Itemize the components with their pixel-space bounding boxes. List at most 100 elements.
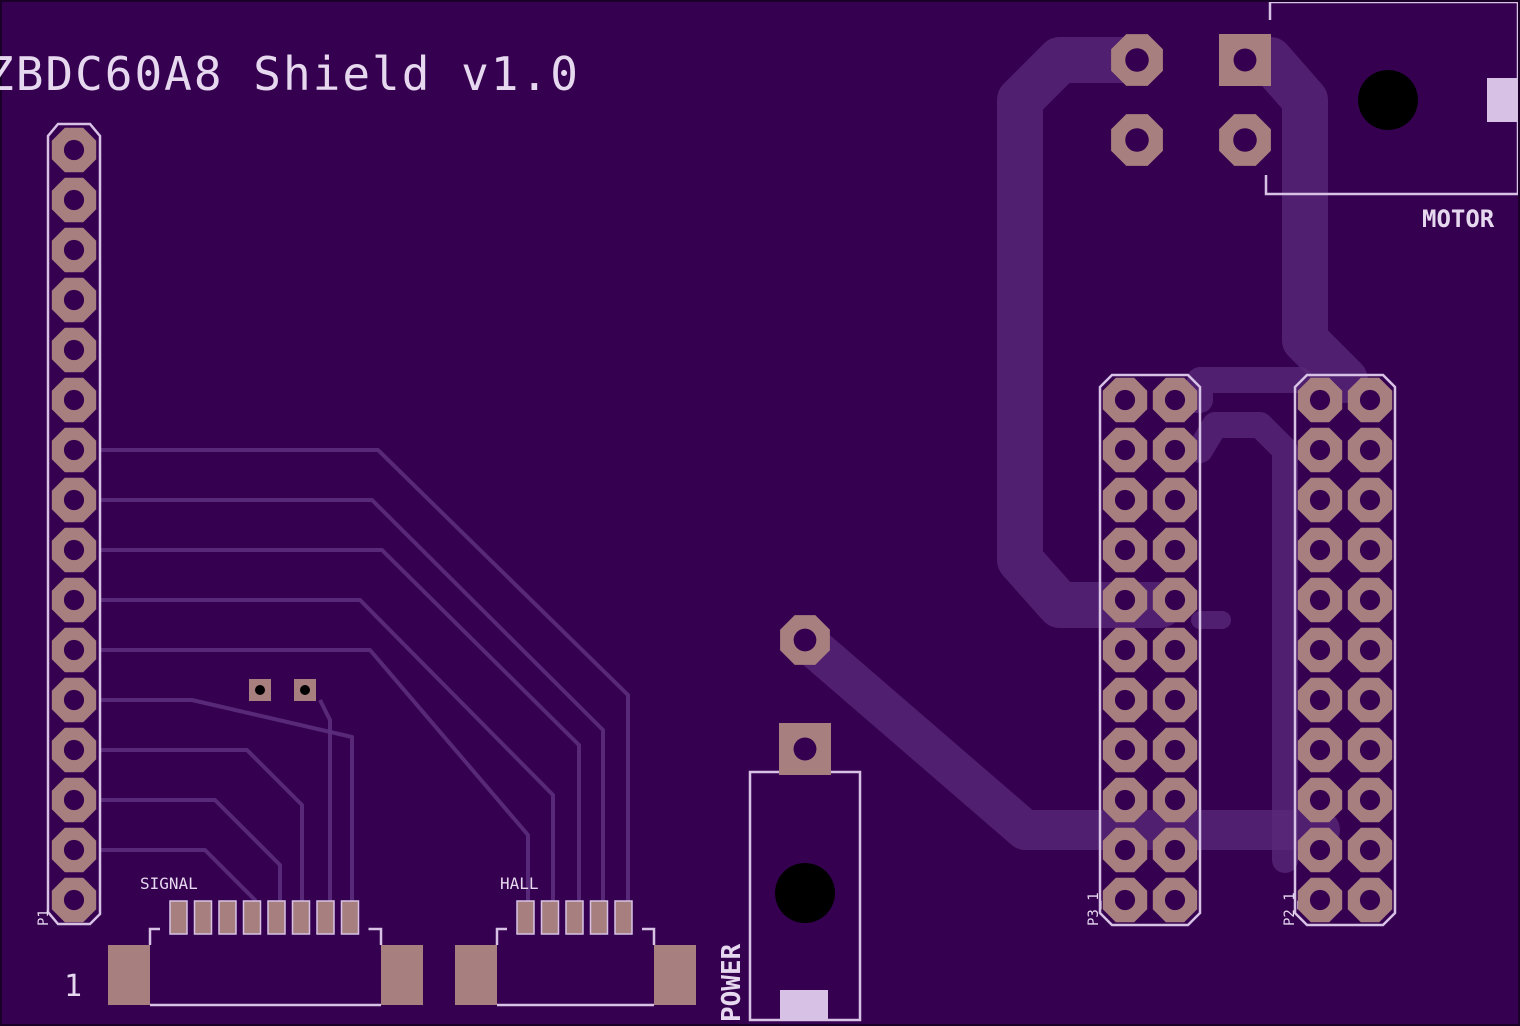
p3-pin-a-3-hole [1114,489,1136,511]
via-1-hole [255,685,265,695]
signal-conn-pin-2 [193,900,213,935]
power-pin-1-hole [793,628,817,652]
signal-trace-6 [100,698,354,910]
p1-pin-7-hole [63,439,85,461]
p2-pin-b-8-hole [1359,739,1381,761]
motor-label: MOTOR [1422,205,1495,233]
p3-outline [1098,373,1202,927]
p2-pin-a-5-hole [1309,589,1331,611]
p3-pin-a-5-hole [1114,589,1136,611]
signal-trace-1 [100,448,630,910]
hall-conn-outline-left [495,927,507,945]
hall-conn-mount-left [455,945,497,1005]
p3-pin-a-4-hole [1114,539,1136,561]
p1-pin-1-hole [63,139,85,161]
signal-trace-2 [100,498,605,910]
signal-conn-pin-8 [340,900,360,935]
p2-pin-a-11-hole [1309,889,1331,911]
p3-pin-b-1-hole [1164,389,1186,411]
p2-pin-b-9-hole [1359,789,1381,811]
p3-pin-a-10-hole [1114,839,1136,861]
p1-pin-8-hole [63,489,85,511]
p3-pin-b-8-hole [1164,739,1186,761]
p3-pin-b-9-hole [1164,789,1186,811]
signal-conn-pin-6 [291,900,311,935]
signal-trace-4 [100,598,555,910]
p1-pin-4-hole [63,289,85,311]
signal-conn-pin-4 [242,900,262,935]
p1-pin-14-hole [63,789,85,811]
p1-pin-15-hole [63,839,85,861]
motor-pin-3-hole [1125,128,1149,152]
power-label: POWER [717,943,747,1022]
power-pin-2-hole [793,737,817,761]
motor-pin-1-hole [1125,48,1149,72]
p1-pin-6-hole [63,389,85,411]
signal-trace-10 [318,699,332,910]
hall-conn-pin-4 [589,900,609,935]
via-2-hole [300,685,310,695]
signal-conn-mount-left [108,945,150,1005]
p1-pin-2-hole [63,189,85,211]
p3-pin-a-9-hole [1114,789,1136,811]
p3-pin-a-6-hole [1114,639,1136,661]
hall-conn-pin-5 [614,900,633,935]
power-latch [780,990,828,1020]
p2-pin-a-9-hole [1309,789,1331,811]
p2-pin-a-1-hole [1309,389,1331,411]
p3-pin-b-7-hole [1164,689,1186,711]
trace-power [785,620,1340,850]
p1-pin-5-hole [63,339,85,361]
p2-pin-a-10-hole [1309,839,1331,861]
motor-latch [1487,78,1518,122]
p2-pin-a-3-hole [1309,489,1331,511]
signal-trace-7 [100,748,304,910]
p2-pin-a-8-hole [1309,739,1331,761]
p2-pin-a-7-hole [1309,689,1331,711]
p3-pin-b-3-hole [1164,489,1186,511]
p2-pin-b-5-hole [1359,589,1381,611]
hall-conn-pin-3 [565,900,584,935]
p2-pin-b-7-hole [1359,689,1381,711]
signal-label: SIGNAL [140,874,198,893]
p3-pin-b-10-hole [1164,839,1186,861]
p2-pin-a-4-hole [1309,539,1331,561]
p2-pin-a-6-hole [1309,639,1331,661]
board-title: ZBDC60A8 Shield v1.0 [0,47,580,101]
p2-pin-b-10-hole [1359,839,1381,861]
p3-1-label: P3_1 [1086,892,1102,926]
hall-label: HALL [500,874,539,893]
p2-pin-b-11-hole [1359,889,1381,911]
p3-pin-b-2-hole [1164,439,1186,461]
p3-pin-b-5-hole [1164,589,1186,611]
signal-trace-5 [100,648,530,910]
signal-conn-pin-7 [316,900,335,935]
p3-pin-a-11-hole [1114,889,1136,911]
p2-1-label: P2_1 [1282,892,1298,926]
p3-pin-b-6-hole [1164,639,1186,661]
p1-pin-10-hole [63,589,85,611]
signal-conn-mount-right [381,945,423,1005]
signal-conn-pin-5 [267,900,286,935]
p3-pin-b-11-hole [1164,889,1186,911]
motor-pin-4-hole [1233,128,1257,152]
p1-pin-3-hole [63,239,85,261]
p2-pin-b-1-hole [1359,389,1381,411]
p3-pin-b-4-hole [1164,539,1186,561]
p2-pin-a-2-hole [1309,439,1331,461]
p3-pin-a-1-hole [1114,389,1136,411]
hall-conn-pin-1 [516,900,535,935]
pin1-marker: 1 [64,969,82,1004]
signal-trace-3 [100,548,581,910]
signal-conn-pin-1 [169,900,188,935]
trace-bridge-mid [1187,412,1298,873]
p1-pin-13-hole [63,739,85,761]
p3-pin-a-8-hole [1114,739,1136,761]
p3-pin-a-2-hole [1114,439,1136,461]
p2-outline [1293,373,1397,927]
p2-pin-b-4-hole [1359,539,1381,561]
